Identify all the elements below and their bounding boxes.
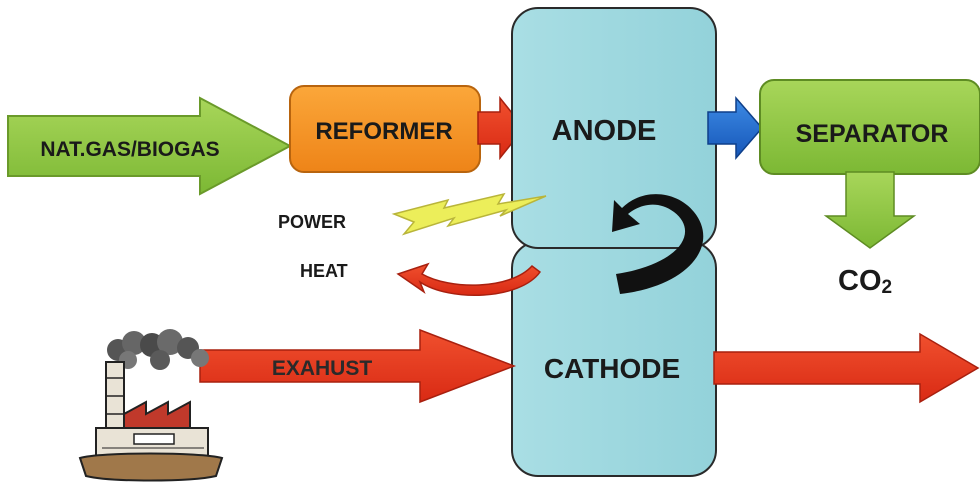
- co2-label: CO2: [838, 265, 892, 298]
- exhaust-arrow: EXAHUST: [199, 328, 517, 404]
- reformer-box: REFORMER: [289, 85, 481, 173]
- power-label: POWER: [278, 212, 346, 232]
- anode-to-separator-arrow: [707, 95, 763, 161]
- input-arrow: NAT.GAS/BIOGAS: [7, 96, 293, 196]
- heat-label: HEAT: [300, 261, 348, 281]
- separator-box: SEPARATOR: [759, 79, 980, 175]
- anode-box: ANODE: [511, 7, 717, 249]
- co2-text: CO: [838, 265, 882, 297]
- cathode-label: CATHODE: [544, 353, 680, 384]
- separator-label: SEPARATOR: [796, 120, 949, 148]
- reformer-label: REFORMER: [315, 118, 452, 145]
- curved-arrow-icon: [396, 262, 542, 297]
- circular-arrow-icon: [612, 194, 704, 294]
- exhaust-label: EXAHUST: [272, 357, 373, 380]
- input-label: NAT.GAS/BIOGAS: [40, 138, 219, 161]
- anode-label: ANODE: [552, 115, 657, 147]
- lightning-bolt-icon: [391, 192, 547, 236]
- co2-arrow: [823, 171, 917, 249]
- cathode-box: CATHODE: [511, 241, 717, 477]
- co2-subscript: 2: [882, 277, 893, 298]
- cathode-outlet-arrow: [713, 332, 980, 404]
- factory-icon: [78, 329, 224, 482]
